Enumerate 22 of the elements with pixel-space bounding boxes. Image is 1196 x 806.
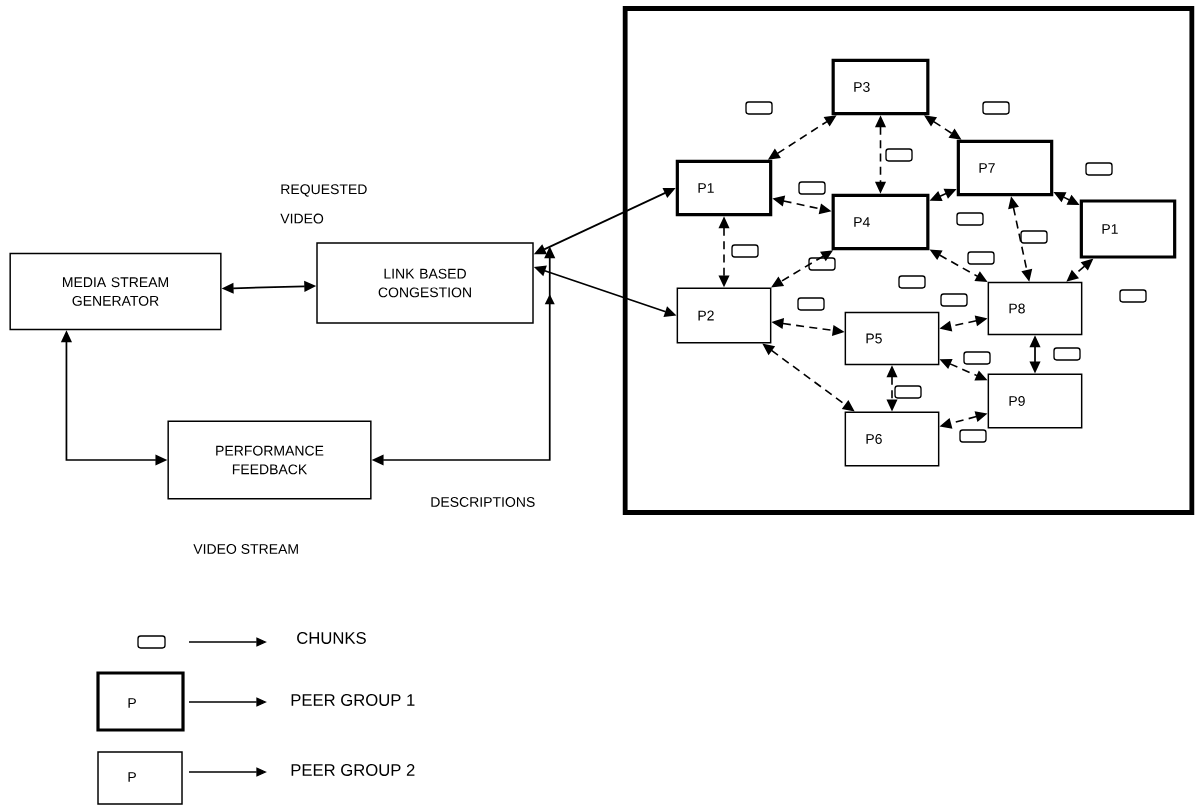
peer-box: P1 <box>675 159 773 217</box>
peer-box: P2 <box>676 287 772 344</box>
peer-box: P4 <box>831 193 930 251</box>
label-text: REQUESTED VIDEO <box>280 184 367 224</box>
process-box: PERFORMANCE FEEDBACK <box>167 420 372 500</box>
label-text: P <box>128 772 136 782</box>
legend-text: PEER GROUP 1 <box>291 694 415 706</box>
process-box: MEDIA STREAM GENERATOR <box>9 252 222 331</box>
label-text: VIDEO STREAM <box>193 544 298 554</box>
peer-box: P7 <box>956 139 1054 197</box>
process-box: LINK BASED CONGESTION <box>316 242 534 324</box>
peer-box: P8 <box>987 281 1083 336</box>
legend-text: PEER GROUP 2 <box>291 764 415 776</box>
legend-text: CHUNKS <box>297 632 366 644</box>
peer-box: P1 <box>1079 199 1177 259</box>
peer-box: P6 <box>844 411 940 467</box>
network-frame <box>622 6 1195 515</box>
peer-box: P5 <box>844 311 940 366</box>
label-text: DESCRIPTIONS <box>431 497 535 507</box>
label-text: P <box>128 698 136 708</box>
peer-box: P9 <box>987 373 1083 429</box>
peer-box: P3 <box>831 58 930 116</box>
